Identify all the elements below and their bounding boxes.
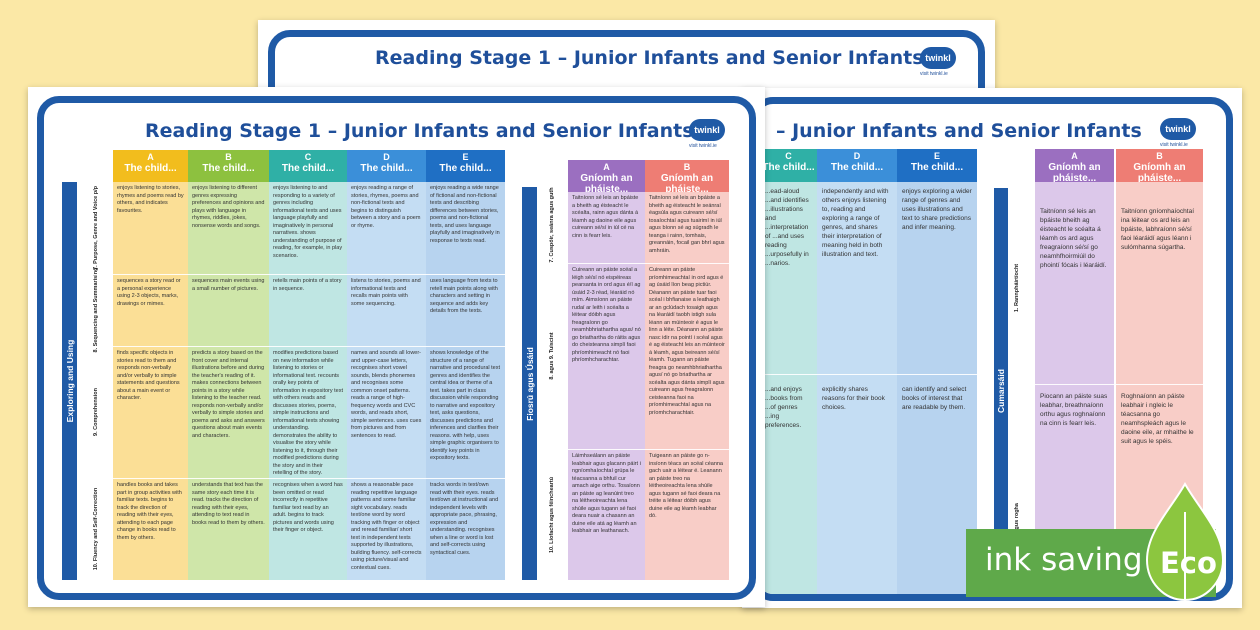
- table-cell: Cuireann an páiste scéal a léigh sé/sí n…: [572, 267, 641, 363]
- column-a-body: [113, 182, 188, 580]
- table-cell: shows a reasonable pace reading repetiti…: [351, 482, 422, 571]
- column-irish-b-body: [645, 192, 729, 580]
- table-cell: enjoys listening to different genres exp…: [192, 185, 265, 229]
- table-cell: Piocann an páiste suas leabhar, breathna…: [1040, 393, 1108, 427]
- row-label-sequencing: 8. Sequencing and Summarising: [93, 267, 99, 353]
- table-cell: explicitly shares reasons for their book…: [822, 386, 885, 411]
- table-cell: Cuireann an páiste príomhimeachtaí in or…: [649, 267, 725, 416]
- column-b-body: [188, 182, 269, 580]
- section-label-exploring-and-using: Exploring and Using: [62, 182, 77, 580]
- row-label-fluency: 10. Fluency and Self-Correction: [93, 487, 99, 571]
- twinkl-logo-sub: visit twinkl.ie: [689, 143, 717, 149]
- row-label-liofacht: 10. Líofacht agus féincheartú: [549, 476, 555, 553]
- right-sheet: – Junior Infants and Senior Infants twin…: [742, 88, 1242, 608]
- twinkl-logo: twinkl: [689, 119, 725, 141]
- row-divider: [80, 478, 505, 479]
- table-cell: listens to stories, poems and informatio…: [351, 278, 421, 307]
- row-label-comprehension: 9. Comprehension: [93, 388, 99, 436]
- table-cell: predicts a story based on the front cove…: [192, 350, 265, 439]
- row-divider: [538, 449, 729, 450]
- column-irish-a-body: [568, 192, 645, 580]
- right-sheet-frame: – Junior Infants and Senior Infants twin…: [751, 97, 1233, 601]
- eco-leaf-icon: [1145, 482, 1225, 604]
- front-sheet-frame: Reading Stage 1 – Junior Infants and Sen…: [37, 96, 756, 600]
- table-cell: enjoys listening to stories, rhymes and …: [117, 185, 184, 214]
- table-cell: ...ead-aloud ...and identifies ...illust…: [765, 188, 809, 267]
- column-e-body: [897, 182, 977, 594]
- table-cell: retells main points of a story in sequen…: [273, 278, 342, 292]
- row-label-tuiscint: 8. agus 9. Tuiscint: [549, 332, 555, 380]
- section-label-fiosru-agus-usaid: Fiosrú agus Úsáid: [522, 187, 537, 580]
- page-title: Reading Stage 1 – Junior Infants and Sen…: [375, 47, 924, 69]
- row-label-purpose-genre: 7. Purpose, Genre and Voice p/p: [93, 186, 99, 270]
- table-cell: independently and with others enjoys lis…: [822, 188, 889, 258]
- table-cell: enjoys listening to and responding to a …: [273, 185, 343, 259]
- table-cell: ...and enjoys ...books from ...of genres…: [765, 386, 803, 429]
- column-e-body: [426, 182, 505, 580]
- back-sheet-top: Reading Stage 1 – Junior Infants and Sen…: [258, 20, 995, 124]
- table-cell: tracks words in text/own read with their…: [430, 482, 499, 556]
- front-sheet: Reading Stage 1 – Junior Infants and Sen…: [28, 87, 765, 607]
- column-d-body: [817, 182, 897, 594]
- table-cell: recognises when a word has been omitted …: [273, 482, 343, 533]
- table-cell: Roghnaíonn an páiste leabhair i ngleic l…: [1121, 393, 1194, 445]
- column-c-body: [760, 182, 817, 594]
- row-divider: [1035, 384, 1203, 385]
- table-cell: can identify and select books of interes…: [902, 386, 967, 411]
- row-divider: [760, 374, 977, 375]
- table-cell: uses language from texts to retell main …: [430, 278, 498, 314]
- row-label-rannphairtiocht: 1. Rannpháirtíocht: [1014, 263, 1020, 313]
- table-cell: understands that text has the same story…: [192, 482, 265, 526]
- section-label-cumarsaid: Cumarsáid: [994, 188, 1008, 594]
- table-cell: sequences a story read or a personal exp…: [117, 278, 181, 307]
- right-sheet-title: – Junior Infants and Senior Infants: [776, 120, 1142, 142]
- twinkl-logo: twinkl: [1160, 118, 1196, 140]
- ink-saving-label: ink saving: [985, 542, 1143, 578]
- twinkl-logo-sub: visit twinkl.ie: [920, 71, 948, 77]
- table-cell: Taitníonn sé leis an bpáiste a bheith ag…: [572, 195, 639, 239]
- row-label-cuspoir: 7. Cuspóir, seánra agus guth: [549, 187, 555, 263]
- column-irish-a-body: [1035, 182, 1114, 594]
- column-c-body: [269, 182, 347, 580]
- table-cell: Taitníonn sé leis an bpáiste a bheith ag…: [649, 195, 725, 254]
- table-cell: handles books and takes part in group ac…: [117, 482, 182, 541]
- twinkl-logo: twinkl: [920, 47, 956, 69]
- page-title: Reading Stage 1 – Junior Infants and Sen…: [145, 120, 694, 142]
- row-divider: [538, 263, 729, 264]
- table-cell: Tuigeann an páiste go n-insíonn téacs an…: [649, 453, 723, 519]
- table-cell: enjoys reading a wide range of fictional…: [430, 185, 500, 244]
- table-cell: names and sounds all lower- and upper-ca…: [351, 350, 422, 439]
- row-divider: [80, 274, 505, 275]
- column-d-body: [347, 182, 426, 580]
- row-divider: [80, 346, 505, 347]
- eco-tag: Eco: [1160, 546, 1217, 580]
- table-cell: finds specific objects in stories read t…: [117, 350, 180, 401]
- table-cell: Taitníonn sé leis an bpáiste bheith ag é…: [1040, 208, 1107, 269]
- table-cell: shows knowledge of the structure of a ra…: [430, 350, 501, 461]
- table-cell: sequences main events using a small numb…: [192, 278, 265, 292]
- table-cell: modifies predictions based on new inform…: [273, 350, 344, 476]
- table-cell: enjoys reading a range of stories, rhyme…: [351, 185, 421, 229]
- table-cell: Taitníonn gníomhaíochtaí ina léitear os …: [1121, 208, 1194, 251]
- twinkl-logo-sub: visit twinkl.ie: [1160, 142, 1188, 148]
- table-cell: Láimhseálann an páiste leabhair agus gla…: [572, 453, 641, 534]
- table-cell: enjoys exploring a wider range of genres…: [902, 188, 972, 231]
